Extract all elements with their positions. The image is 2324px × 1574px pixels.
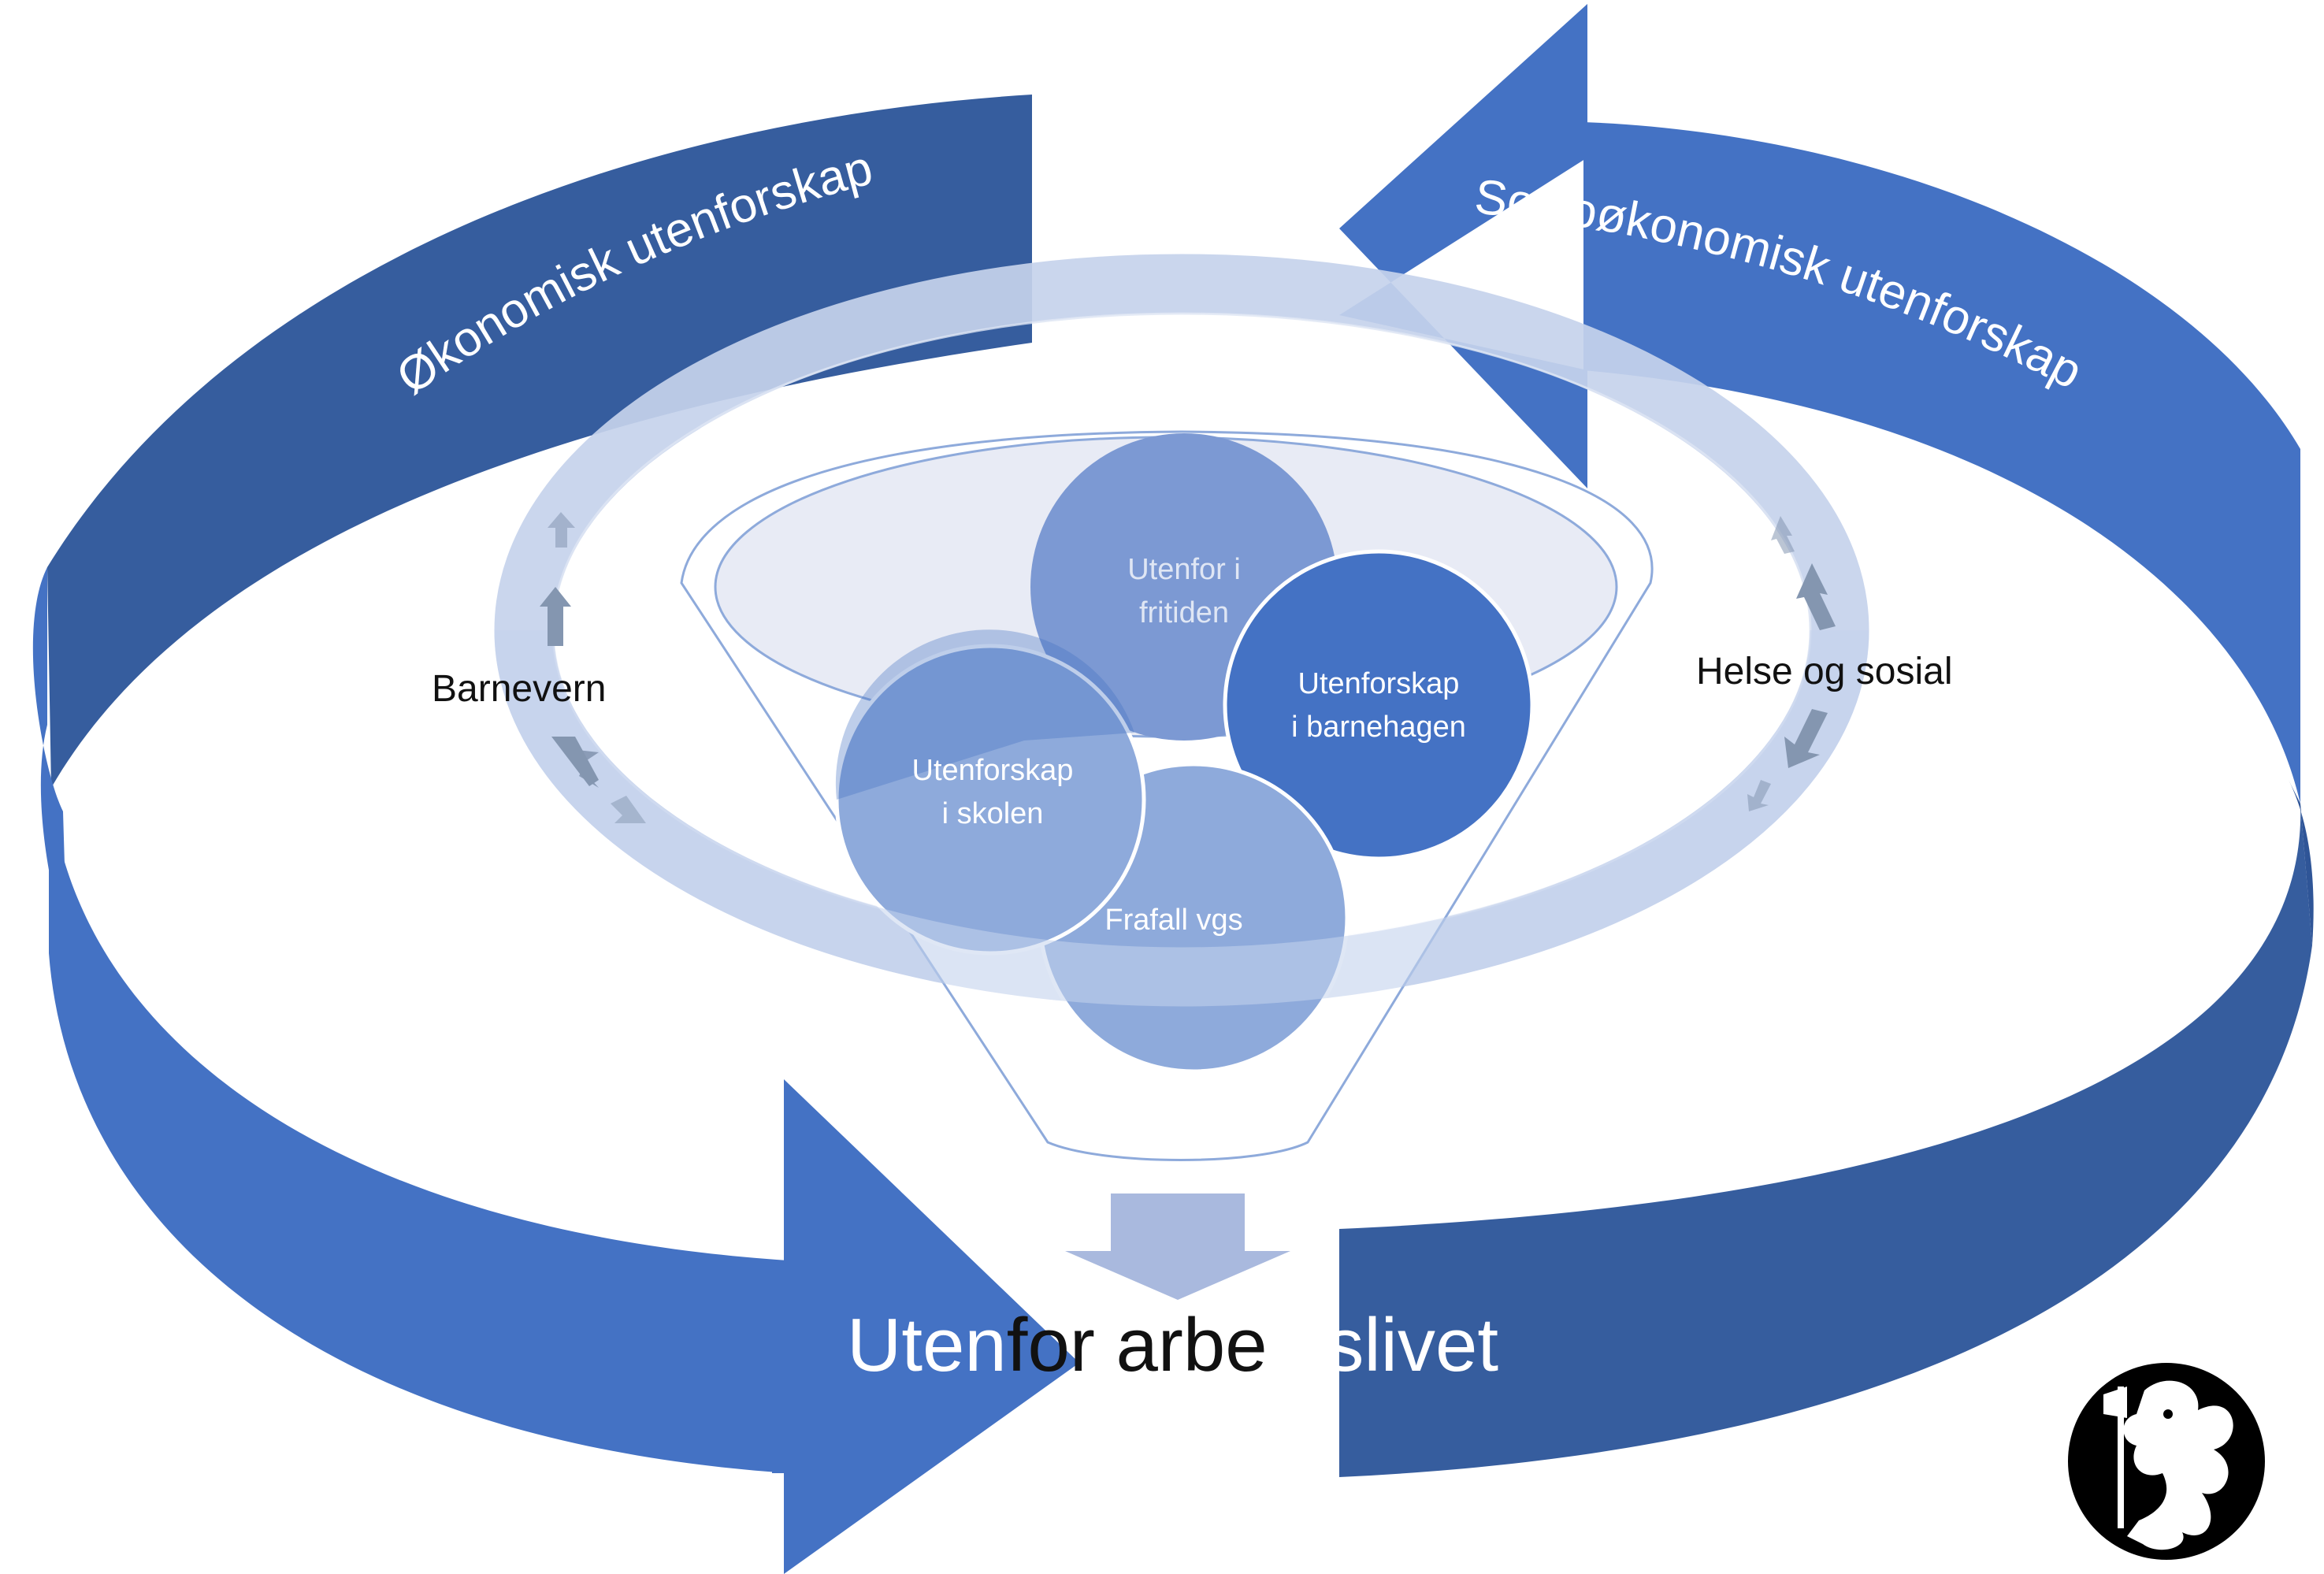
circle-barnehagen-line2: i barnehagen: [1291, 711, 1466, 744]
right-small-arrows: [1747, 516, 1836, 811]
coat-of-arms-icon: [2068, 1363, 2265, 1560]
circle-skolen: [834, 629, 1146, 956]
right-cycle-arrow: [1339, 4, 2300, 804]
circle-fritiden-line2: fritiden: [1139, 596, 1229, 629]
circle-fritiden-line1: Utenfor i: [1127, 553, 1241, 586]
right-side-label: Helse og sosial: [1696, 651, 1953, 692]
circle-skolen-line2: i skolen: [942, 797, 1044, 830]
right-cycle-bottom: [1339, 780, 2314, 1477]
circle-barnehagen: [1223, 549, 1535, 861]
circle-skolen-line1: Utenforskap: [912, 754, 1074, 787]
left-side-label: Barnevern: [432, 668, 606, 710]
left-small-arrows: [540, 512, 646, 823]
down-arrow-icon: [1065, 1193, 1290, 1300]
circle-barnehagen-line1: Utenforskap: [1298, 667, 1460, 700]
circle-frafall-line1: Frafall vgs: [1104, 904, 1242, 937]
outcome-label: Utenfor arbeidslivet: [847, 1303, 1498, 1387]
left-cycle-arrow: [32, 95, 1079, 1574]
